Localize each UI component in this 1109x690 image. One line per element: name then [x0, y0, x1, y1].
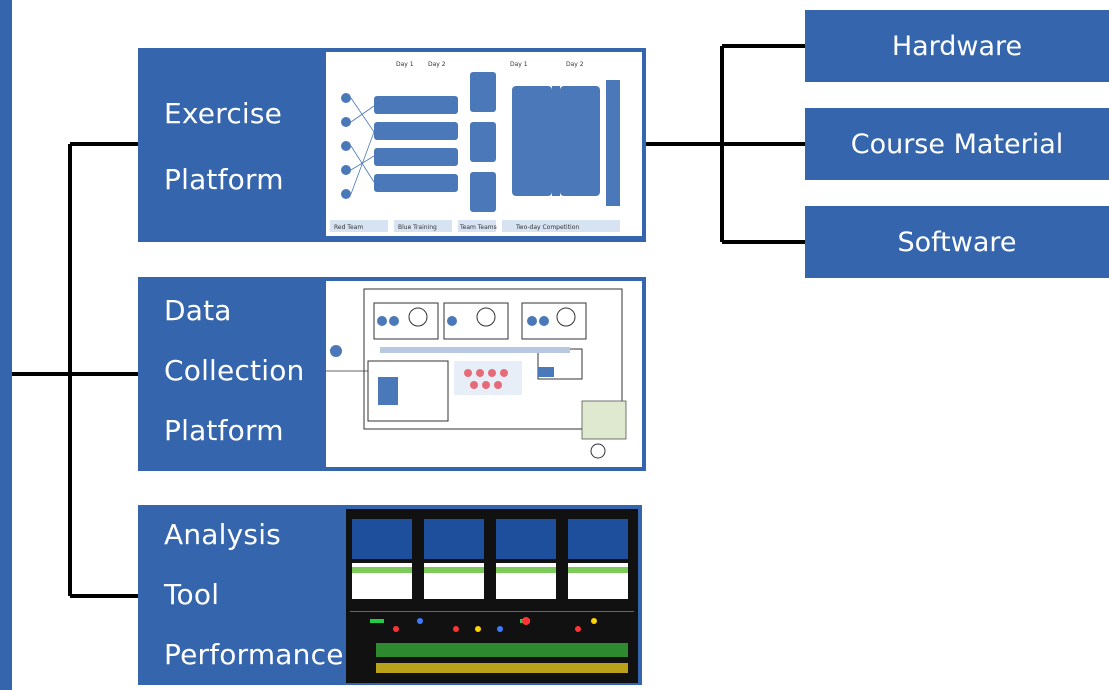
analysis-dashboard-thumbnail	[346, 509, 638, 683]
thumb-day-label: Day 2	[428, 61, 446, 68]
analysis-line-1: Analysis	[164, 518, 281, 551]
data-collection-line-1: Data	[164, 294, 232, 327]
exercise-platform-line-2: Platform	[164, 163, 284, 196]
exercise-thumbnail: Day 1 Day 2 Day 1 Day 2	[326, 52, 642, 236]
data-collection-thumbnail	[326, 281, 642, 467]
thumb-day-label: Day 1	[396, 61, 414, 68]
exercise-platform-line-1: Exercise	[164, 97, 283, 130]
hardware-box[interactable]: Hardware	[805, 10, 1109, 82]
analysis-tool-performance-box[interactable]: Analysis Tool Performance	[138, 505, 642, 685]
thumb-footer-label: Team Teams	[459, 224, 497, 231]
thumb-footer-label: Blue Training	[398, 224, 437, 231]
thumb-day-label: Day 1	[510, 61, 528, 68]
data-collection-line-3: Platform	[164, 414, 284, 447]
data-collection-platform-box[interactable]: Data Collection Platform	[138, 277, 646, 471]
thumb-day-label: Day 2	[566, 61, 584, 68]
course-material-box[interactable]: Course Material	[805, 108, 1109, 180]
software-box[interactable]: Software	[805, 206, 1109, 278]
thumb-footer-label: Red Team	[334, 224, 363, 231]
analysis-line-2: Tool	[164, 578, 220, 611]
exercise-platform-box[interactable]: Exercise Platform Day 1 Day 2 Day 1 Day …	[138, 48, 646, 242]
data-collection-line-2: Collection	[164, 354, 305, 387]
left-edge-bar	[0, 0, 12, 690]
thumb-footer-label: Two-day Competition	[515, 224, 579, 231]
analysis-line-3: Performance	[164, 638, 344, 671]
